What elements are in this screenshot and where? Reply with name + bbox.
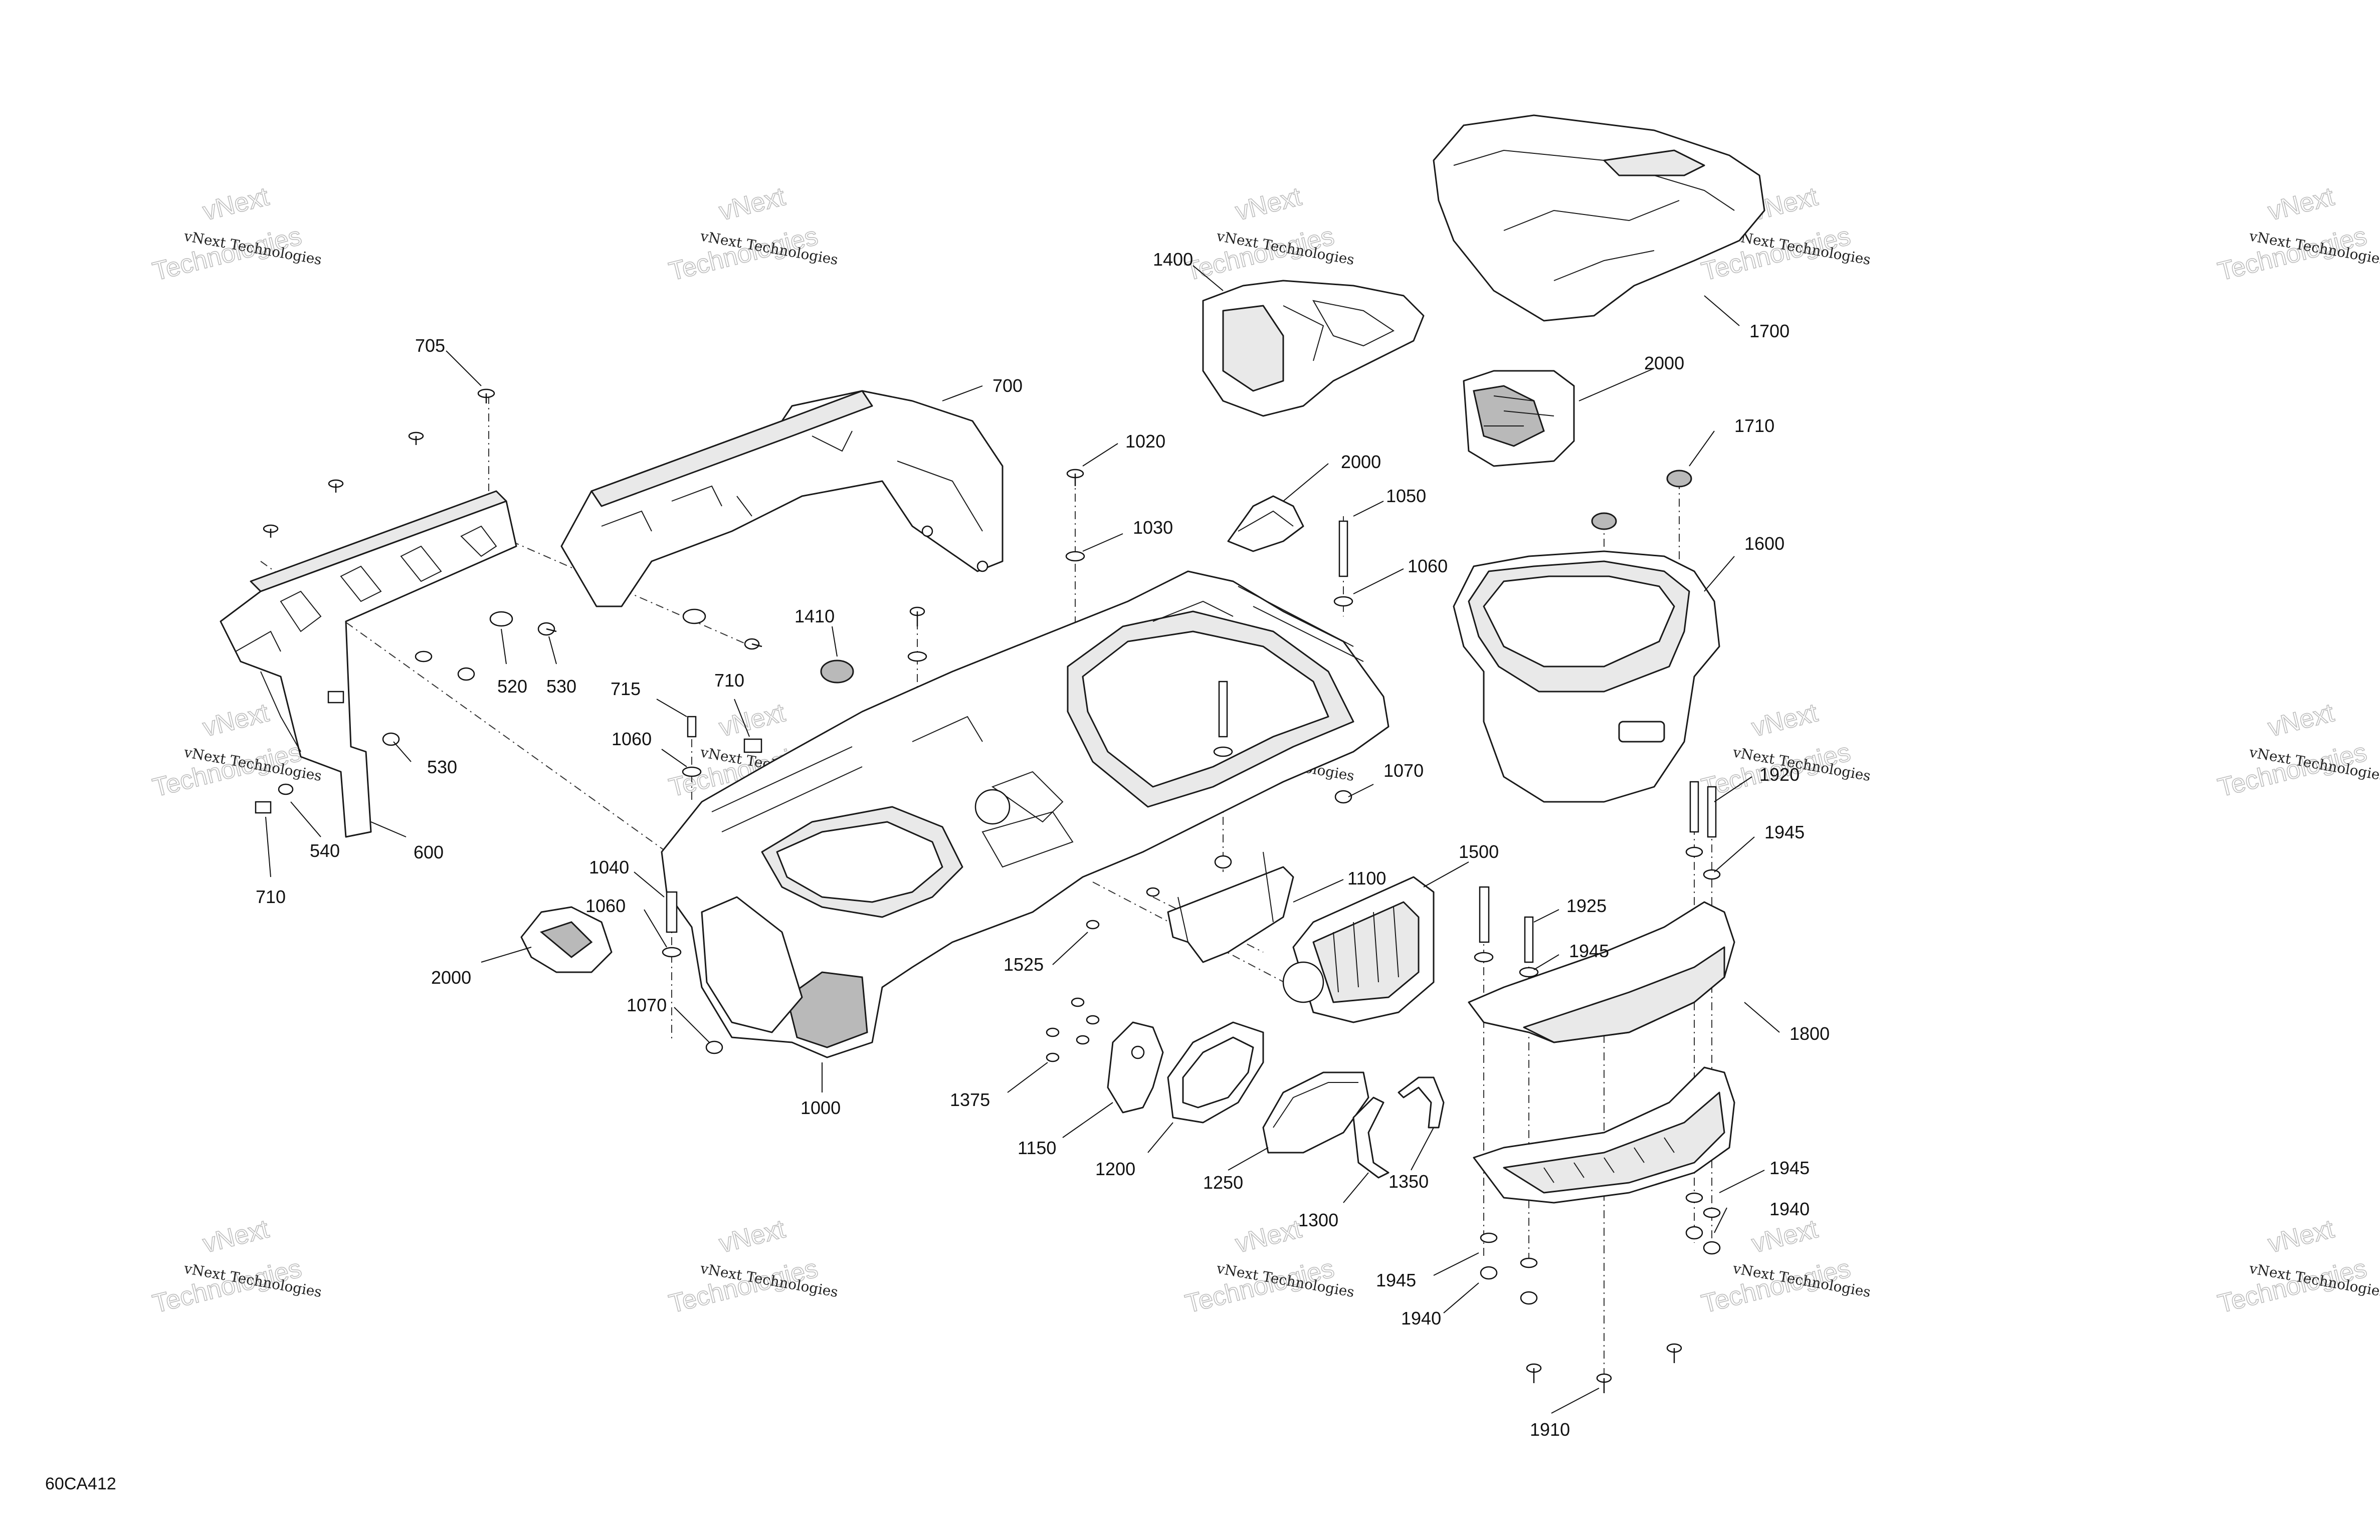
callout-1410: 1410 [795, 606, 835, 626]
svg-text:vNext: vNext [716, 182, 788, 227]
callout-1700: 1700 [1749, 321, 1790, 341]
callout-2000: 2000 [1644, 353, 1684, 373]
callout-1600: 1600 [1744, 533, 1784, 554]
svg-text:vNext: vNext [200, 182, 272, 227]
watermark-tile: vNext Technologies vNext Technologies [2215, 181, 2380, 287]
clip-icon [327, 691, 344, 704]
part-2000-latch-top [1463, 370, 1575, 467]
callout-1150: 1150 [1018, 1138, 1056, 1158]
callout-1250: 1250 [1203, 1172, 1243, 1193]
part-1300-seal [1352, 1096, 1390, 1179]
svg-text:vNext: vNext [2265, 698, 2337, 743]
watermark-tile: vNext Technologies vNext Technologies [666, 181, 839, 287]
callout-530: 530 [427, 757, 457, 777]
part-1000-main-body [661, 570, 1390, 1058]
callout-1040: 1040 [589, 857, 629, 877]
callout-1925: 1925 [1566, 896, 1607, 916]
callout-1400: 1400 [1153, 249, 1193, 270]
part-2000-latch-left [520, 906, 613, 973]
watermark-tile: vNext Technologies vNext Technologies [149, 1214, 323, 1319]
svg-text:vNext: vNext [1749, 698, 1821, 743]
watermark-tile: vNext Technologies vNext Technologies [2215, 1214, 2380, 1319]
callout-540: 540 [310, 840, 340, 861]
callout-710: 710 [256, 887, 286, 907]
callout-1375: 1375 [950, 1089, 990, 1110]
callout-1945: 1945 [1376, 1270, 1416, 1290]
callout-1030: 1030 [1133, 517, 1173, 538]
svg-text:vNext: vNext [200, 698, 272, 743]
callout-1940: 1940 [1769, 1199, 1810, 1219]
callout-1070: 1070 [627, 995, 667, 1015]
callout-520: 520 [497, 676, 527, 697]
svg-text:vNext: vNext [716, 698, 788, 743]
callout-1525: 1525 [1004, 954, 1044, 975]
part-700-rail [560, 390, 1004, 607]
part-1800-bumper [1468, 901, 1735, 1204]
callout-710: 710 [714, 670, 744, 691]
callout-700: 700 [993, 375, 1023, 396]
svg-text:vNext: vNext [2265, 1214, 2337, 1259]
svg-text:vNext: vNext [1233, 182, 1305, 227]
part-1100-bracket [1167, 851, 1294, 963]
callout-1350: 1350 [1389, 1171, 1429, 1192]
callout-1070: 1070 [1383, 760, 1424, 781]
callout-1800: 1800 [1790, 1023, 1830, 1044]
callout-530: 530 [546, 676, 576, 697]
callout-600: 600 [414, 842, 444, 862]
watermark-tile: vNext Technologies vNext Technologies [1698, 1214, 1872, 1319]
callout-1060: 1060 [1408, 556, 1448, 576]
drawing-code: 60CA412 [45, 1474, 116, 1493]
svg-text:vNext: vNext [2265, 182, 2337, 227]
watermark-tile: vNext Technologies vNext Technologies [666, 1214, 839, 1319]
callout-1020: 1020 [1125, 431, 1165, 452]
callout-2000: 2000 [1341, 452, 1381, 472]
callout-715: 715 [611, 679, 641, 699]
callout-1200: 1200 [1095, 1159, 1135, 1179]
part-1250-lens [1262, 1071, 1369, 1154]
part-1500-grille [1282, 876, 1435, 1023]
part-1700-seat [1433, 114, 1765, 322]
part-1350-seal [1398, 1076, 1445, 1129]
callout-1945: 1945 [1769, 1158, 1810, 1178]
callout-1500: 1500 [1459, 841, 1499, 862]
callout-1050: 1050 [1386, 486, 1426, 506]
leader-lines [265, 265, 1780, 1414]
callout-1945: 1945 [1569, 941, 1609, 961]
callout-1920: 1920 [1759, 764, 1800, 785]
callout-2000: 2000 [431, 967, 471, 988]
callout-1945: 1945 [1764, 822, 1805, 842]
svg-text:vNext: vNext [1749, 1214, 1821, 1259]
part-1200-lamp-frame [1167, 1021, 1264, 1124]
clip-icon [255, 801, 272, 814]
part-1600-bin [1453, 550, 1720, 803]
part-2000-latch-mid [1227, 495, 1304, 552]
callout-1060: 1060 [585, 896, 626, 916]
part-600-bracket [220, 490, 517, 838]
callout-1910: 1910 [1530, 1419, 1570, 1440]
svg-text:vNext: vNext [200, 1214, 272, 1259]
svg-text:vNext: vNext [716, 1214, 788, 1259]
callout-1300: 1300 [1298, 1210, 1338, 1230]
part-1400-cover [1202, 280, 1425, 417]
watermark-tile: vNext Technologies vNext Technologies [1698, 698, 1872, 803]
callout-1000: 1000 [801, 1097, 841, 1118]
hardware [263, 388, 1721, 1393]
svg-text:vNext: vNext [1233, 1214, 1305, 1259]
watermark-tile: vNext Technologies vNext Technologies [1182, 181, 1355, 287]
callout-1100: 1100 [1347, 868, 1386, 889]
callout-labels: 705 700 1400 1700 2000 1020 2000 1710 10… [256, 249, 1830, 1440]
callout-705: 705 [415, 335, 445, 356]
callout-1710: 1710 [1734, 415, 1774, 436]
watermark-tile: vNext Technologies vNext Technologies [2215, 698, 2380, 803]
part-1150-lamp-bracket [1107, 1021, 1164, 1114]
watermark-tile: vNext Technologies vNext Technologies [149, 181, 323, 287]
callout-1940: 1940 [1401, 1308, 1441, 1329]
callout-1060: 1060 [612, 729, 652, 749]
